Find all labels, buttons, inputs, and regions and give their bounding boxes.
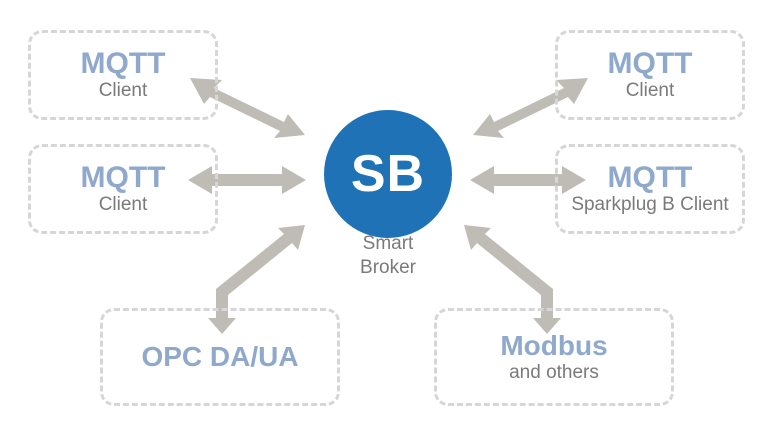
node-mqtt-client-top-left: MQTT Client xyxy=(28,30,218,120)
node-title: Modbus xyxy=(500,330,608,361)
node-title: MQTT xyxy=(607,161,693,194)
node-subtitle: Client xyxy=(625,80,675,101)
hub-caption-line1: Smart xyxy=(362,233,414,254)
node-subtitle: Client xyxy=(98,80,148,101)
node-modbus: Modbus and others xyxy=(434,308,674,406)
node-title: MQTT xyxy=(80,161,166,194)
node-mqtt-client-middle-left: MQTT Client xyxy=(28,144,218,234)
arrow-mqtt-client-middle-left xyxy=(188,166,306,194)
node-subtitle: and others xyxy=(509,362,599,383)
node-title: OPC DA/UA xyxy=(141,341,299,372)
node-mqtt-client-top-right: MQTT Client xyxy=(555,30,745,120)
smart-broker-hub: SB xyxy=(324,110,452,238)
node-title: MQTT xyxy=(607,47,693,80)
node-title: MQTT xyxy=(80,47,166,80)
hub-caption-line2: Broker xyxy=(360,257,416,278)
arrow-mqtt-client-top-right xyxy=(473,78,588,138)
arrow-modbus xyxy=(464,225,561,334)
arrow-opc xyxy=(208,225,305,334)
arrow-sparkplug xyxy=(470,166,586,194)
node-sparkplug: MQTT Sparkplug B Client xyxy=(555,144,745,234)
node-subtitle: Sparkplug B Client xyxy=(571,194,729,215)
arrow-mqtt-client-top-left xyxy=(190,78,305,138)
hub-label: SB xyxy=(350,145,426,203)
hub-caption: Smart Broker xyxy=(324,232,452,280)
node-opc: OPC DA/UA xyxy=(100,308,340,406)
node-subtitle: Client xyxy=(98,194,148,215)
